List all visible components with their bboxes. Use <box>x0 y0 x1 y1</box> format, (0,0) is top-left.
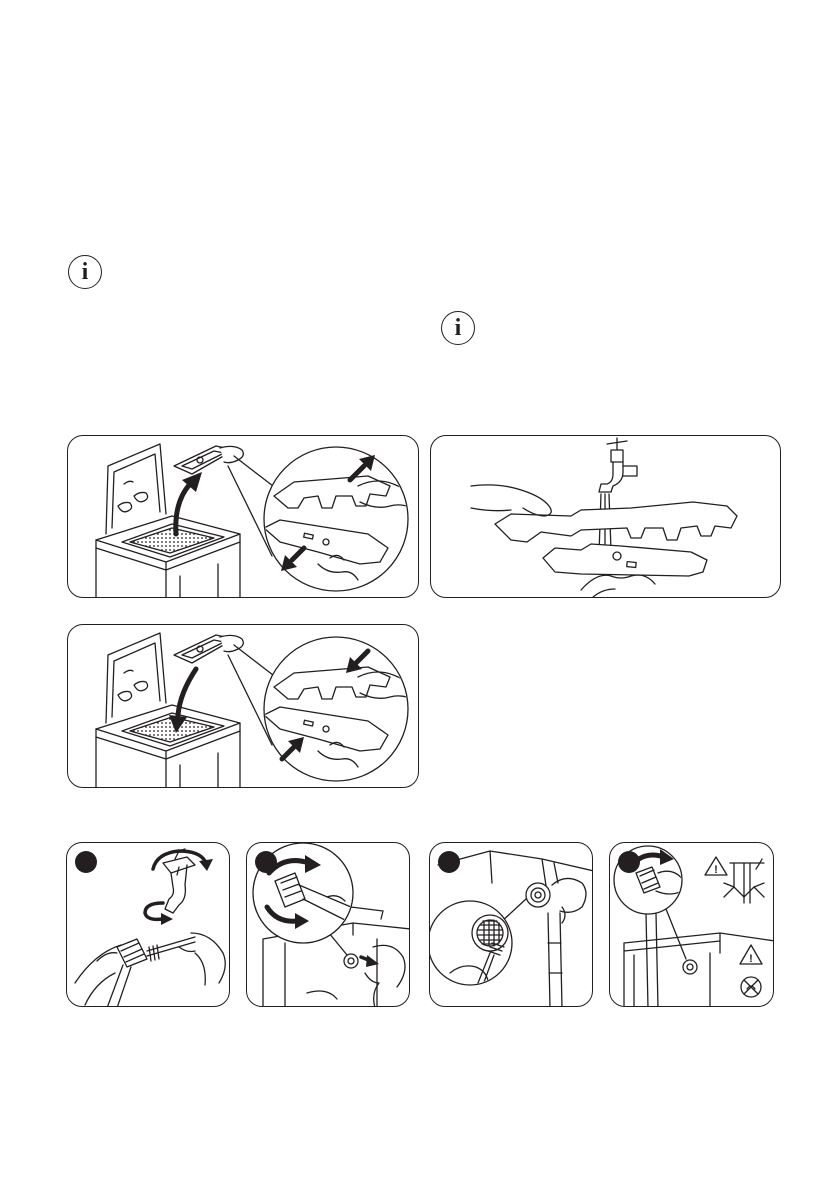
washing-machine <box>96 444 240 598</box>
lift-arrow <box>176 472 202 534</box>
hose-sketch <box>724 859 764 903</box>
hose-fitting <box>107 939 147 1007</box>
brush <box>147 937 195 961</box>
warning-icon: ! <box>705 857 727 876</box>
info-icon: i <box>68 255 102 289</box>
filter-refit-drawing <box>68 625 419 788</box>
filter-rinse-drawing <box>431 436 781 598</box>
filter-refit-illustration <box>67 624 419 788</box>
inlet-connection <box>666 909 697 974</box>
hand-right <box>552 878 586 923</box>
faucet <box>599 438 637 492</box>
rotate-arrow-bottom <box>145 903 173 925</box>
step-marker <box>75 851 97 873</box>
filter-small <box>174 446 243 474</box>
tap <box>163 849 195 913</box>
pull-arrow <box>361 955 379 967</box>
step-marker <box>618 851 640 873</box>
filter-removal-illustration <box>67 435 419 598</box>
inlet-connection <box>526 883 550 907</box>
filter-removal-drawing <box>68 436 419 598</box>
magnifier-line <box>329 933 347 955</box>
washing-machine <box>96 633 240 788</box>
info-icon: i <box>441 311 475 345</box>
hand <box>365 945 405 1007</box>
filter-small <box>174 635 243 663</box>
info-glyph: i <box>82 260 89 284</box>
warning-icon: ! <box>740 945 762 965</box>
info-glyph: i <box>455 316 462 340</box>
magnifier-circle <box>430 901 512 985</box>
prohibited-icon <box>741 977 761 997</box>
hands <box>75 933 225 1005</box>
warning-glyph: ! <box>714 864 718 876</box>
warning-glyph: ! <box>749 953 753 965</box>
hands <box>471 485 655 598</box>
step-marker <box>438 851 460 873</box>
filter-rinse-illustration <box>430 435 781 598</box>
step-marker <box>255 851 277 873</box>
inlet-connection <box>344 954 358 968</box>
